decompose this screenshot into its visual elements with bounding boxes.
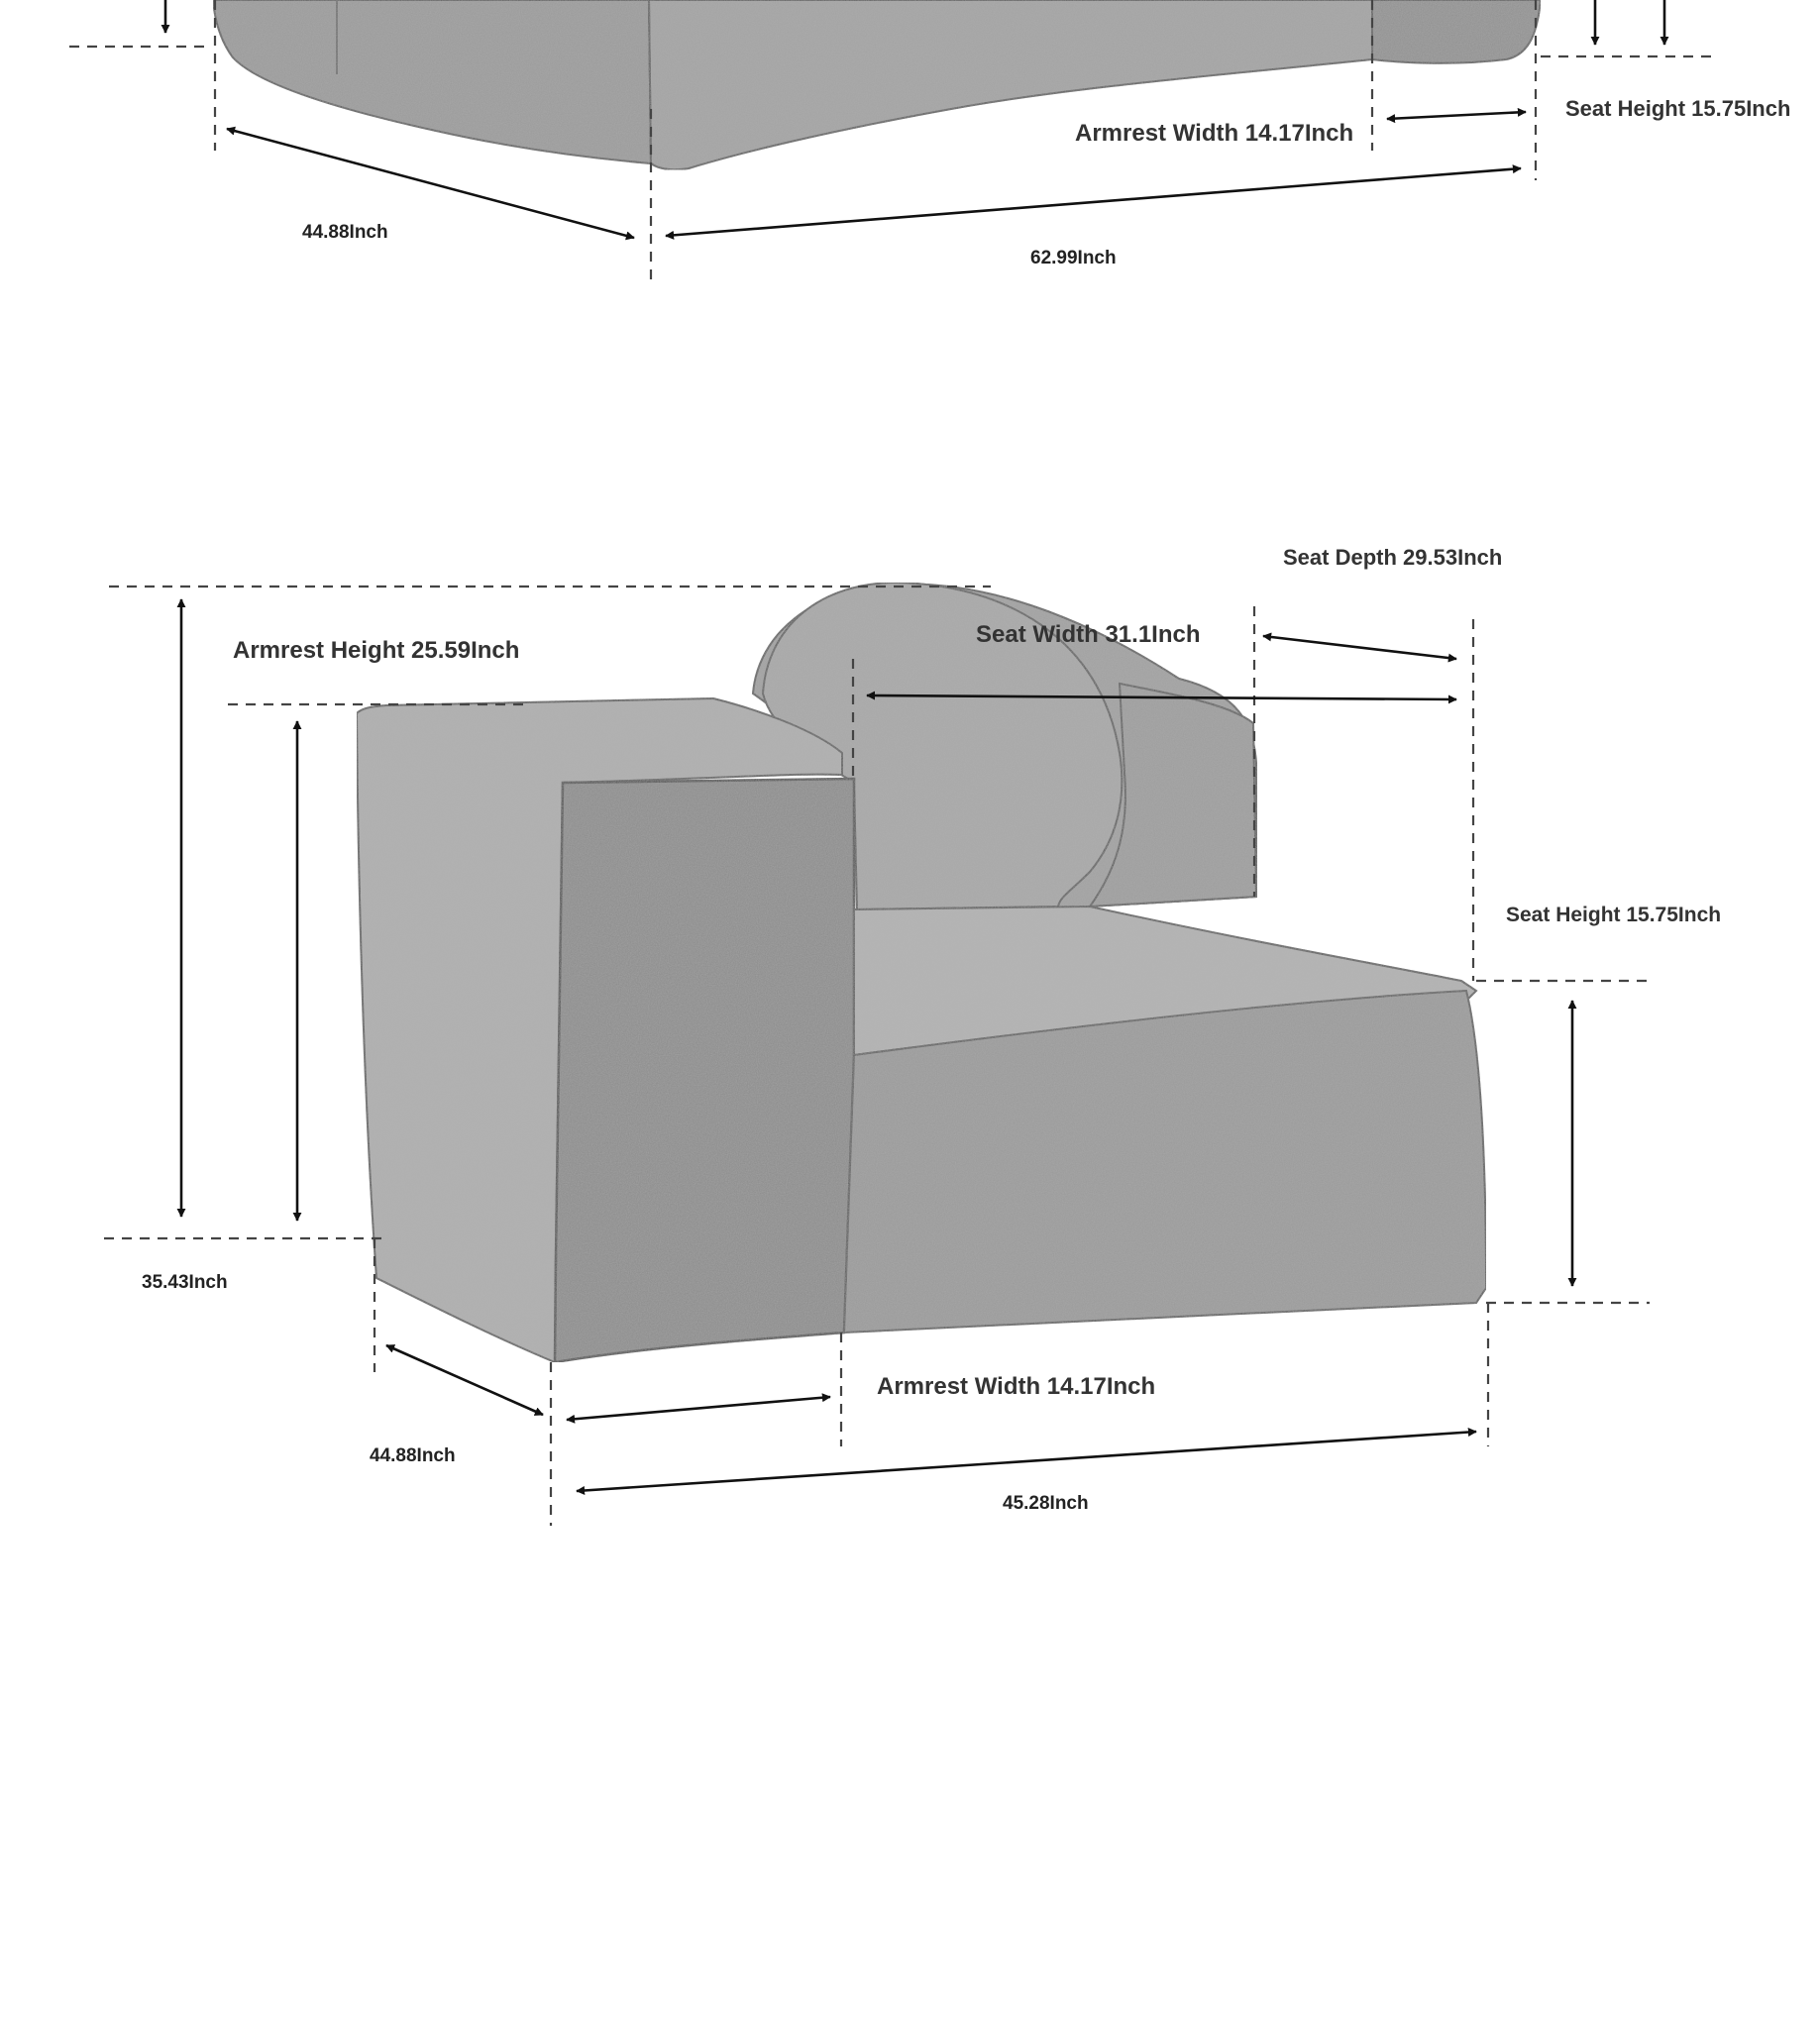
chair-arrow-depth xyxy=(385,1343,544,1417)
chair-arrow-armrest-width xyxy=(566,1393,831,1424)
top-arrow-depth xyxy=(226,126,635,241)
chair-seat-front-face xyxy=(842,989,1488,1334)
top-label-depth: 44.88Inch xyxy=(302,222,388,243)
sofa-top-diagram: Armrest Width 14.17Inch Seat Height 15.7… xyxy=(69,0,1790,287)
chair-label-seat-width: Seat Width 31.1Inch xyxy=(976,621,1201,648)
chair-label-seat-height: Seat Height 15.75Inch xyxy=(1506,904,1721,926)
sofa-body-illustration xyxy=(211,0,1543,171)
chair-label-armrest-height: Armrest Height 25.59Inch xyxy=(233,637,519,664)
top-arrow-armrest-width xyxy=(1386,107,1527,124)
chair-arrow-seat-width xyxy=(866,691,1457,704)
chair-label-total-height: 35.43Inch xyxy=(142,1272,228,1293)
chair-armrest-front-face xyxy=(553,777,856,1364)
top-label-width: 62.99Inch xyxy=(1030,248,1117,268)
sofa-armrest-right xyxy=(1371,0,1543,64)
chair-bottom-diagram: Seat Depth 29.53Inch Seat Width 31.1Inch… xyxy=(104,545,1721,1526)
top-label-armrest-width: Armrest Width 14.17Inch xyxy=(1075,120,1353,147)
sofa-front-left-panel xyxy=(211,0,653,165)
top-label-seat-height: Seat Height 15.75Inch xyxy=(1565,96,1790,121)
chair-label-seat-depth: Seat Depth 29.53Inch xyxy=(1283,545,1502,570)
chair-arrow-seat-depth xyxy=(1262,632,1457,663)
chair-illustration xyxy=(355,581,1488,1364)
chair-label-depth: 44.88Inch xyxy=(370,1445,456,1466)
top-arrow-width xyxy=(665,164,1522,240)
chair-label-armrest-width: Armrest Width 14.17Inch xyxy=(877,1373,1155,1400)
chair-arrow-width xyxy=(576,1428,1477,1495)
chair-label-width: 45.28Inch xyxy=(1003,1493,1089,1514)
